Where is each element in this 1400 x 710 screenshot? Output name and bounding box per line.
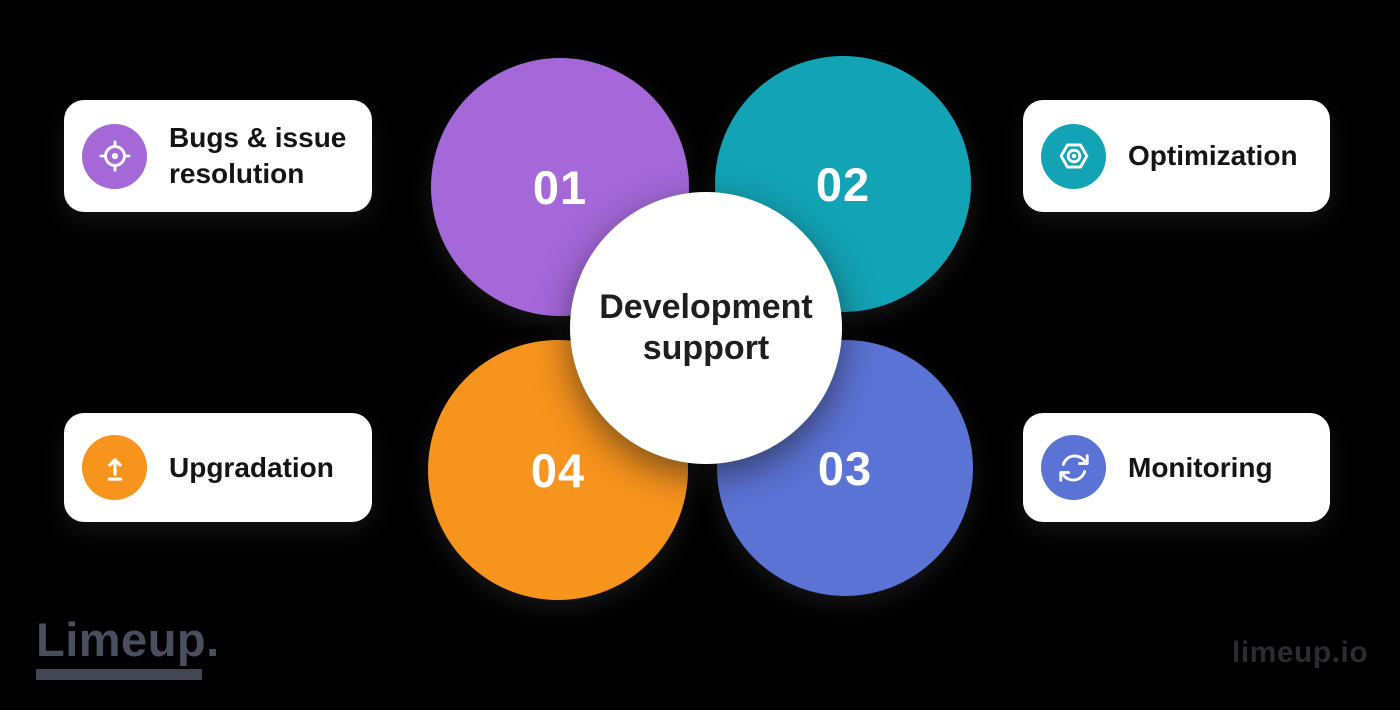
card-monitoring: Monitoring bbox=[1023, 413, 1330, 522]
card-label: Optimization bbox=[1128, 140, 1298, 172]
card-upgradation: Upgradation bbox=[64, 413, 372, 522]
circle-04-number: 04 bbox=[530, 443, 586, 497]
circle-01: 01 bbox=[431, 58, 689, 316]
hexagon-nut-icon bbox=[1041, 123, 1106, 189]
card-label: Bugs & issue resolution bbox=[169, 122, 347, 189]
sync-icon bbox=[1041, 435, 1106, 500]
card-label: Upgradation bbox=[169, 451, 334, 483]
center-circle: Development support bbox=[570, 192, 842, 464]
website-text: limeup.io bbox=[1232, 636, 1369, 669]
target-icon bbox=[82, 123, 147, 189]
card-optimization: Optimization bbox=[1023, 100, 1330, 212]
logo-tagline-bar bbox=[36, 668, 202, 680]
center-label: Development support bbox=[599, 288, 813, 367]
card-bugs-issue-resolution: Bugs & issue resolution bbox=[64, 100, 372, 212]
limeup-logo-text: Limeup. bbox=[36, 613, 220, 666]
upload-icon bbox=[82, 435, 147, 500]
circle-01-number: 01 bbox=[532, 160, 588, 214]
circle-02-number: 02 bbox=[815, 157, 871, 211]
limeup-logo: Limeup. bbox=[36, 613, 220, 680]
circle-03-number: 03 bbox=[817, 441, 873, 495]
card-label: Monitoring bbox=[1128, 451, 1273, 483]
